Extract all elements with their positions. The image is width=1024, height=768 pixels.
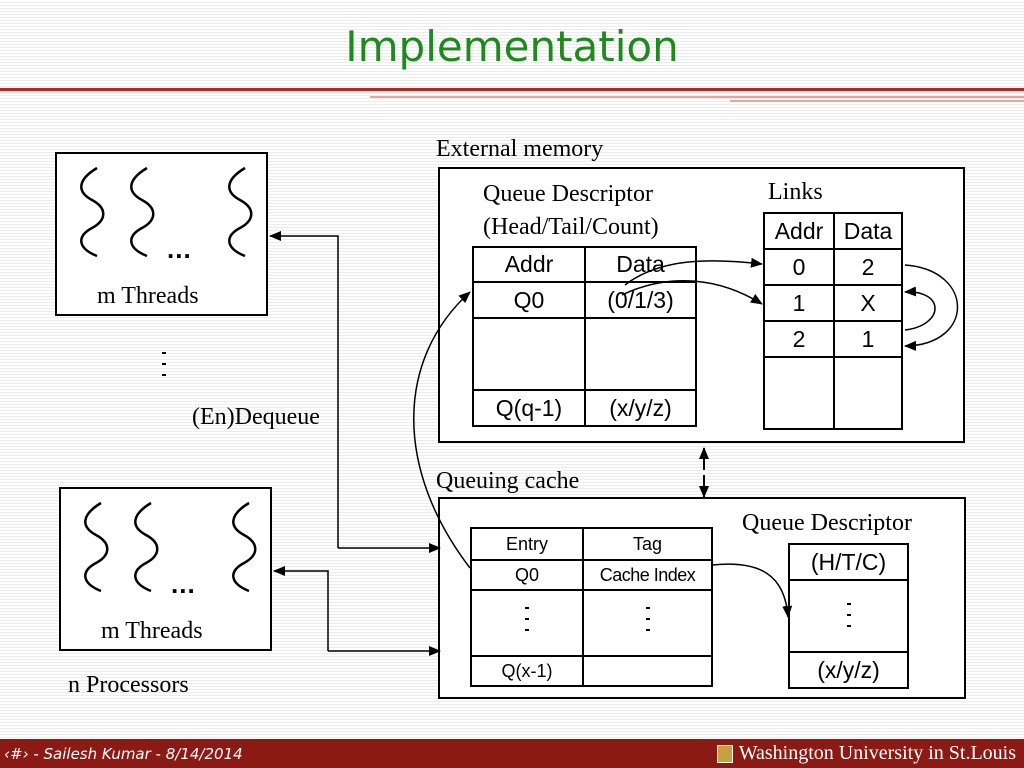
column-header: Addr xyxy=(472,246,586,283)
column-header: Data xyxy=(584,246,697,283)
table-cell: 1 xyxy=(833,320,903,358)
processors-label: n Processors xyxy=(68,672,189,698)
title-rule-thin-2 xyxy=(730,100,1024,102)
cache-table: Entry Tag Q0 Cache Index Q(x-1) xyxy=(470,527,713,687)
table-cell xyxy=(470,589,584,657)
column-header: Tag xyxy=(582,527,713,561)
table-cell: Q(q-1) xyxy=(472,389,586,427)
column-header: (H/T/C) xyxy=(788,543,909,581)
threads-label: m Threads xyxy=(101,618,203,644)
university-logo: Washington University in St.Louis xyxy=(716,742,1016,765)
qd-subtitle: (Head/Tail/Count) xyxy=(483,214,659,240)
table-cell xyxy=(582,589,713,657)
ellipsis: ... xyxy=(167,234,192,264)
table-cell xyxy=(472,317,586,391)
qd-title: Queue Descriptor xyxy=(483,181,653,207)
title-rule-thin xyxy=(370,96,1024,98)
table-cell: 2 xyxy=(833,248,903,286)
table-cell xyxy=(763,356,835,430)
ellipsis: ... xyxy=(171,569,196,599)
table-cell: 1 xyxy=(763,284,835,322)
thread-wave-icon xyxy=(130,166,155,258)
links-table: Addr Data 0 2 1 X 2 1 xyxy=(763,212,903,430)
queuing-cache-label: Queuing cache xyxy=(436,468,580,494)
threads-box-top: ... m Threads xyxy=(55,152,268,316)
slide-title: Implementation xyxy=(345,22,679,71)
vertical-ellipsis xyxy=(847,603,851,636)
table-cell: (x/y/z) xyxy=(584,389,697,427)
table-cell xyxy=(582,655,713,687)
threads-box-bottom: ... m Threads xyxy=(59,487,272,651)
vertical-ellipsis xyxy=(162,352,166,385)
thread-wave-icon xyxy=(134,501,159,593)
table-cell: (x/y/z) xyxy=(788,651,909,689)
table-cell xyxy=(584,317,697,391)
table-cell: 2 xyxy=(763,320,835,358)
thread-wave-icon xyxy=(228,166,253,258)
vertical-ellipsis xyxy=(646,607,650,640)
thread-wave-icon xyxy=(232,501,257,593)
footer-bar: ‹#› - Sailesh Kumar - 8/14/2014 Washingt… xyxy=(0,739,1024,768)
thread-wave-icon xyxy=(84,501,109,593)
table-cell: Cache Index xyxy=(582,559,713,591)
table-cell: (0/1/3) xyxy=(584,281,697,319)
table-cell: X xyxy=(833,284,903,322)
cache-qd-table: (H/T/C) (x/y/z) xyxy=(788,543,909,689)
column-header: Entry xyxy=(470,527,584,561)
table-cell xyxy=(833,356,903,430)
threads-label: m Threads xyxy=(97,283,199,309)
table-cell xyxy=(788,579,909,653)
endequeue-label: (En)Dequeue xyxy=(192,404,320,430)
vertical-ellipsis xyxy=(525,607,529,640)
cache-qd-title: Queue Descriptor xyxy=(742,510,912,536)
title-rule xyxy=(0,88,1024,91)
thread-wave-icon xyxy=(80,166,105,258)
qd-table: Addr Data Q0 (0/1/3) Q(q-1) (x/y/z) xyxy=(472,246,697,427)
footer-text: ‹#› - Sailesh Kumar - 8/14/2014 xyxy=(4,745,243,763)
table-cell: Q0 xyxy=(470,559,584,591)
column-header: Data xyxy=(833,212,903,250)
table-cell: Q0 xyxy=(472,281,586,319)
table-cell: Q(x-1) xyxy=(470,655,584,687)
table-cell: 0 xyxy=(763,248,835,286)
shield-icon xyxy=(716,744,733,763)
links-title: Links xyxy=(768,179,823,205)
column-header: Addr xyxy=(763,212,835,250)
university-name: Washington University in St.Louis xyxy=(738,742,1016,764)
external-memory-label: External memory xyxy=(436,136,604,162)
